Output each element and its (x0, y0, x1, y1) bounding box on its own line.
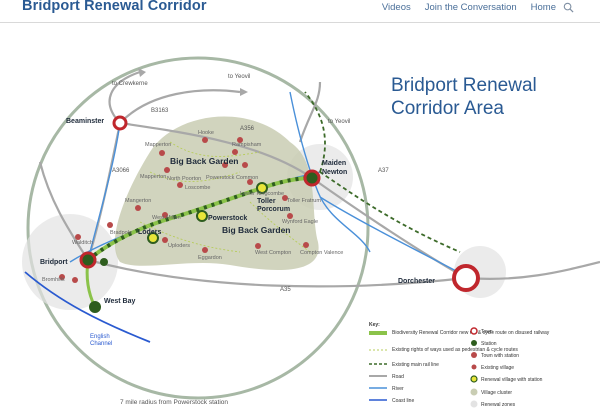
svg-text:Mapperton: Mapperton (145, 142, 171, 148)
svg-text:Road: Road (392, 374, 404, 380)
label-big-back-garden-south: Big Back Garden (222, 225, 291, 235)
svg-text:Toller Fratrum: Toller Fratrum (287, 198, 321, 204)
renewal-stations (147, 182, 268, 244)
svg-text:Bradpole: Bradpole (110, 230, 132, 236)
svg-text:B3163: B3163 (151, 108, 169, 114)
main-nav: Videos Join the Conversation Home (382, 2, 556, 13)
label-porcorum: Porcorum (257, 206, 290, 213)
svg-text:Loscombe: Loscombe (185, 185, 210, 191)
label-maiden: Maiden (322, 160, 346, 167)
coastline (24, 271, 151, 343)
nav-videos[interactable]: Videos (381, 2, 411, 13)
site-title[interactable]: Bridport Renewal Corridor (22, 0, 207, 14)
svg-text:North Poorton: North Poorton (167, 176, 201, 182)
label-west-bay: West Bay (104, 298, 135, 305)
label-powerstock: Powerstock (208, 215, 247, 222)
map-key: Key: Biodiversity Renewal Corridor new r… (369, 322, 550, 408)
svg-text:Existing main rail line: Existing main rail line (392, 362, 439, 368)
site-header: Bridport Renewal Corridor Videos Join th… (0, 0, 600, 23)
nav-home[interactable]: Home (530, 2, 556, 13)
svg-text:Walditch: Walditch (72, 240, 93, 246)
label-dorchester: Dorchester (398, 278, 435, 285)
label-bridport: Bridport (40, 259, 68, 266)
radius-circle (26, 56, 370, 400)
station-west-bay (89, 301, 101, 313)
svg-text:Town: Town (481, 329, 493, 335)
svg-text:Renewal village with station: Renewal village with station (481, 377, 543, 383)
label-loders: Loders (138, 229, 161, 236)
svg-text:Powerstock Common: Powerstock Common (206, 175, 258, 181)
svg-text:A3066: A3066 (112, 168, 130, 174)
svg-text:Station: Station (481, 341, 497, 347)
town-bridport (79, 251, 97, 269)
svg-text:Key:: Key: (369, 322, 380, 328)
svg-text:Village cluster: Village cluster (481, 390, 512, 396)
map-title-line1: Bridport Renewal (391, 75, 537, 96)
svg-text:River: River (392, 386, 404, 392)
svg-text:Mapperton: Mapperton (140, 174, 166, 180)
svg-text:Bromhills: Bromhills (42, 277, 65, 283)
svg-text:Eggardon: Eggardon (198, 255, 222, 261)
map-title-line2: Corridor Area (391, 98, 504, 119)
svg-text:West Compton: West Compton (255, 250, 291, 256)
svg-text:West Milton: West Milton (152, 215, 181, 221)
svg-text:Rampisham: Rampisham (232, 142, 262, 148)
town-dorchester (452, 264, 480, 292)
svg-text:A35: A35 (280, 287, 291, 293)
svg-text:Hooke: Hooke (198, 130, 214, 136)
svg-text:7 mile radius from Powerstock: 7 mile radius from Powerstock station (120, 399, 228, 406)
label-big-back-garden-north: Big Back Garden (170, 156, 239, 166)
search-icon[interactable] (563, 2, 574, 13)
svg-text:to Yeovil: to Yeovil (328, 119, 350, 125)
svg-text:Wynford Eagle: Wynford Eagle (282, 219, 318, 225)
svg-text:Uploders: Uploders (168, 243, 190, 249)
town-maiden-newton (303, 169, 321, 187)
svg-text:to Yeovil: to Yeovil (228, 74, 250, 80)
label-newton: Newton (322, 169, 347, 176)
svg-text:Mangerton: Mangerton (125, 198, 151, 204)
corridor-map: Bridport Renewal Corridor Area (22, 56, 600, 408)
svg-text:Renewal zones: Renewal zones (481, 402, 516, 408)
svg-text:Channel: Channel (90, 341, 112, 347)
nav-join-conversation[interactable]: Join the Conversation (424, 2, 517, 13)
label-toller: Toller (257, 198, 276, 205)
rights-of-way (139, 141, 311, 253)
svg-text:Existing rights of ways used a: Existing rights of ways used as pedestri… (392, 347, 518, 353)
svg-text:Town with station: Town with station (481, 353, 519, 359)
svg-text:English: English (90, 334, 110, 340)
town-beaminster (112, 115, 128, 131)
svg-text:Existing village: Existing village (481, 365, 514, 371)
svg-text:Lower Kingcombe: Lower Kingcombe (240, 191, 284, 197)
svg-text:A37: A37 (378, 168, 389, 174)
label-beaminster: Beaminster (66, 118, 104, 125)
svg-text:Coast line: Coast line (392, 398, 414, 404)
main-rail-line (304, 91, 326, 173)
svg-text:to Crewkerne: to Crewkerne (112, 81, 148, 87)
village-dots (59, 137, 309, 283)
svg-text:Compton Valence: Compton Valence (300, 250, 343, 256)
road-arrows (138, 68, 248, 96)
svg-text:A356: A356 (240, 126, 255, 132)
